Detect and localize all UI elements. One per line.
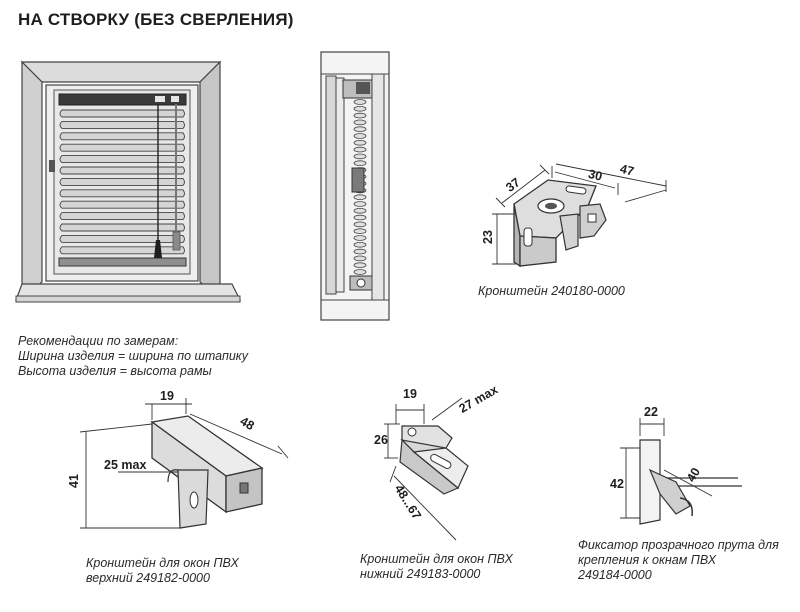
blind-slat	[59, 155, 185, 164]
dim-b1-47: 47	[618, 162, 635, 179]
fixator-249184	[620, 418, 742, 525]
side-slat	[353, 160, 367, 167]
blind-slats	[59, 109, 185, 255]
dim-b4-22: 22	[644, 405, 658, 419]
page-title: НА СТВОРКУ (БЕЗ СВЕРЛЕНИЯ)	[18, 10, 294, 29]
side-slat	[353, 201, 367, 207]
blind-slat	[59, 212, 185, 221]
side-slat	[353, 228, 367, 235]
blind-slat	[59, 109, 185, 118]
window-side-section	[320, 51, 390, 321]
side-slat	[353, 146, 367, 153]
dim-b2-48: 48	[238, 414, 257, 433]
side-slat	[353, 255, 367, 262]
recommendations-heading: Рекомендации по замерам:	[18, 334, 179, 348]
bracket-249183	[384, 397, 469, 541]
dim-b2-19: 19	[160, 389, 174, 403]
side-slat	[353, 269, 367, 275]
side-slat	[353, 99, 367, 105]
dim-b3-26: 26	[374, 433, 388, 447]
side-slat	[353, 153, 367, 160]
blind-slat	[59, 132, 185, 141]
blind-slat	[59, 177, 185, 186]
recommendations-width: Ширина изделия = ширина по штапику	[18, 349, 248, 363]
side-slat	[353, 214, 367, 221]
side-slat	[353, 221, 367, 228]
bracket-240180	[492, 163, 667, 268]
blind-slat	[59, 234, 185, 243]
side-slat	[353, 140, 367, 146]
bracket-249182	[79, 398, 289, 529]
caption-bracket-249182: Кронштейн для окон ПВХ верхний 249182-00…	[86, 556, 239, 585]
blind-slat	[59, 223, 185, 232]
dim-b1-23: 23	[481, 230, 495, 244]
dim-b1-37: 37	[503, 175, 523, 195]
side-slat	[353, 133, 367, 139]
caption-bracket-240180: Кронштейн 240180-0000	[478, 284, 625, 298]
blind-slat	[59, 189, 185, 198]
dim-b2-41: 41	[67, 474, 81, 488]
side-slat	[353, 248, 367, 255]
side-slat	[353, 119, 367, 126]
caption-bracket-249183: Кронштейн для окон ПВХ нижний 249183-000…	[360, 552, 513, 581]
recommendations-block: Рекомендации по замерам: Ширина изделия …	[18, 334, 248, 379]
dim-b3-27max: 27 max	[457, 382, 501, 415]
side-slat	[353, 262, 367, 269]
recommendations-height: Высота изделия = высота рамы	[18, 364, 212, 378]
dim-b4-40: 40	[684, 465, 703, 484]
blind-slat	[59, 120, 185, 129]
dim-b1-30: 30	[587, 167, 604, 184]
side-slat	[353, 126, 367, 132]
blind-slat	[59, 246, 185, 255]
blind-slat	[59, 166, 185, 175]
dim-b4-42: 42	[610, 477, 624, 491]
side-slat	[353, 112, 367, 119]
dim-b3-19: 19	[403, 387, 417, 401]
side-slat	[353, 194, 367, 201]
blind-slat	[59, 143, 185, 152]
caption-fixator-249184: Фиксатор прозрачного прута для крепления…	[578, 538, 779, 582]
side-slat	[353, 235, 367, 241]
side-slat	[353, 242, 367, 248]
dim-b2-25max: 25 max	[104, 458, 146, 472]
blind-slat	[59, 200, 185, 209]
window-front-view	[15, 60, 241, 303]
side-slat	[353, 106, 367, 112]
side-slat	[353, 208, 367, 214]
